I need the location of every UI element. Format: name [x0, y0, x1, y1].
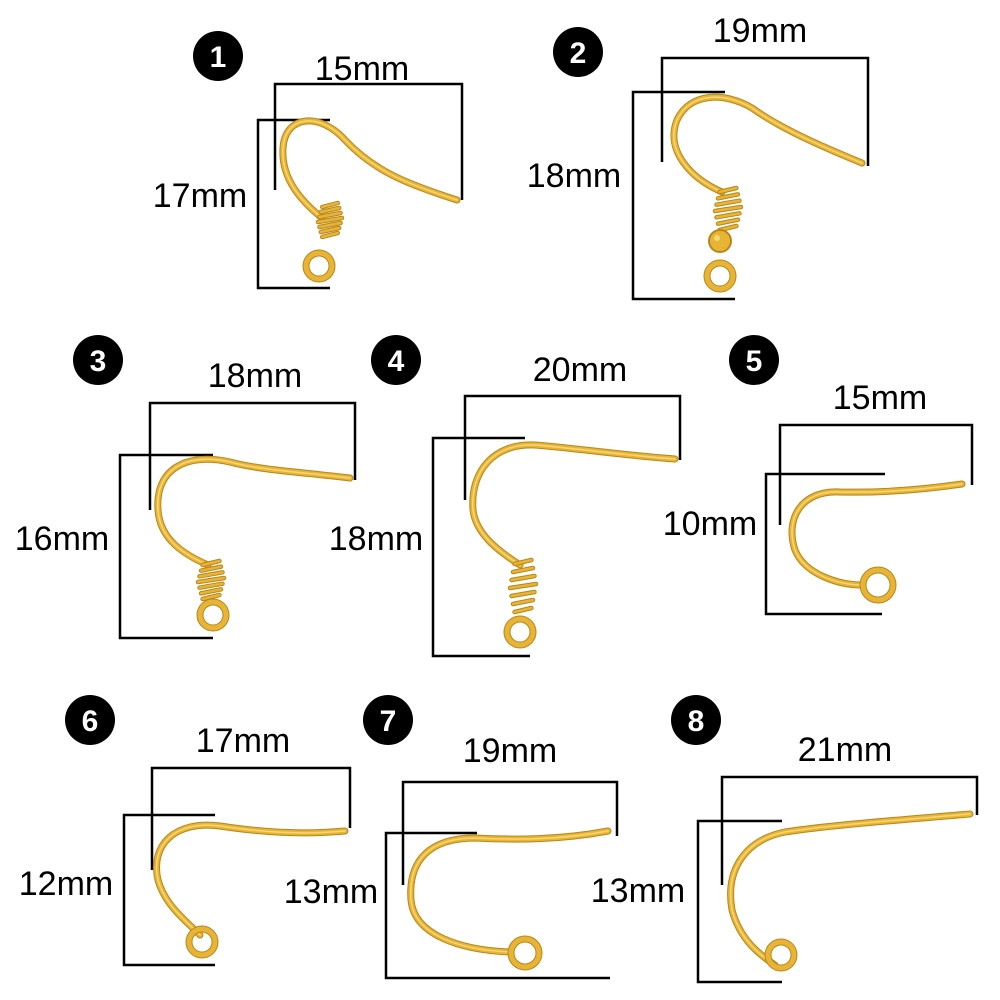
- height-label: 16mm: [15, 520, 109, 558]
- width-bracket: [273, 82, 464, 200]
- number-badge: [65, 695, 115, 745]
- eye-loop: [197, 599, 229, 631]
- height-label: 17mm: [153, 177, 247, 215]
- width-label: 17mm: [196, 722, 290, 760]
- coil-spring: [195, 558, 227, 602]
- height-label: 18mm: [527, 157, 621, 195]
- hook-wire-highlight: [155, 824, 346, 936]
- number-badge: [193, 31, 243, 81]
- eye-loop: [508, 936, 542, 970]
- height-label: 18mm: [329, 520, 423, 558]
- width-bracket: [660, 56, 870, 166]
- height-label: 13mm: [591, 872, 685, 910]
- number-badge-label: 4: [388, 345, 405, 378]
- width-label: 19mm: [713, 12, 807, 50]
- bead-ball: [708, 229, 732, 253]
- width-label: 20mm: [533, 351, 627, 389]
- number-badge-label: 2: [570, 37, 587, 70]
- number-badge: [73, 335, 123, 385]
- width-bracket: [463, 394, 682, 500]
- height-bracket: [384, 831, 610, 980]
- coil-spring: [507, 557, 539, 615]
- height-label: 12mm: [19, 865, 113, 903]
- eye-loop: [704, 260, 736, 292]
- width-bracket: [720, 775, 979, 885]
- width-label: 18mm: [208, 357, 302, 395]
- height-label: 13mm: [284, 873, 378, 911]
- hook-wire-highlight: [282, 120, 458, 219]
- hook-wire: [470, 442, 678, 568]
- height-bracket: [764, 472, 885, 616]
- eye-loop: [303, 250, 335, 282]
- coil-spring: [712, 185, 744, 233]
- height-bracket: [122, 813, 215, 967]
- number-badge-label: 8: [688, 705, 705, 738]
- width-label: 15mm: [833, 379, 927, 417]
- hook-wire-highlight: [157, 458, 351, 566]
- eye-loop: [186, 926, 218, 958]
- eye-loop: [860, 567, 896, 603]
- number-badge-label: 6: [82, 705, 99, 738]
- number-badge: [729, 335, 779, 385]
- bead-highlight: [714, 235, 720, 241]
- width-label: 15mm: [315, 50, 409, 88]
- height-bracket: [631, 90, 735, 301]
- height-bracket: [696, 819, 782, 984]
- hook-wire-shadow: [407, 827, 612, 956]
- width-label: 19mm: [463, 732, 557, 770]
- hook-item-5: 5 15mm 10mm: [663, 335, 974, 616]
- number-badge: [371, 335, 421, 385]
- number-badge: [363, 695, 413, 745]
- hook-wire-shadow: [670, 93, 866, 196]
- height-label: 10mm: [663, 505, 757, 543]
- hook-item-8: 8 21mm 13mm: [591, 695, 979, 984]
- hook-wire: [728, 811, 973, 968]
- hook-wire-shadow: [469, 441, 679, 569]
- number-badge: [671, 695, 721, 745]
- hook-wire-highlight: [791, 483, 963, 586]
- number-badge-label: 7: [380, 705, 397, 738]
- hook-item-1: 1 15mm 17mm: [153, 31, 464, 290]
- hook-item-3: 3 18mm 16mm: [15, 335, 357, 640]
- height-bracket: [431, 436, 530, 658]
- hook-wire-highlight: [410, 830, 609, 953]
- number-badge-label: 5: [746, 345, 763, 378]
- hook-wire-highlight: [673, 96, 863, 193]
- number-badge-label: 3: [90, 345, 107, 378]
- width-bracket: [148, 401, 357, 510]
- height-bracket: [256, 118, 330, 290]
- eye-loop: [765, 939, 797, 971]
- hook-item-4: 4 20mm 18mm: [329, 335, 682, 658]
- number-badge: [553, 27, 603, 77]
- width-bracket: [150, 766, 352, 870]
- height-bracket: [118, 453, 213, 640]
- hook-item-7: 7 19mm 13mm: [284, 695, 619, 980]
- hook-wire-highlight: [730, 813, 971, 966]
- hook-item-2: 2 19mm 18mm: [527, 12, 870, 301]
- hook-wire: [280, 118, 460, 221]
- hook-item-6: 6 17mm 12mm: [19, 695, 352, 967]
- number-badge-label: 1: [210, 41, 227, 74]
- hook-wire-highlight: [472, 444, 676, 566]
- coil-spring: [315, 200, 345, 240]
- eye-loop: [504, 616, 536, 648]
- width-label: 21mm: [798, 731, 892, 769]
